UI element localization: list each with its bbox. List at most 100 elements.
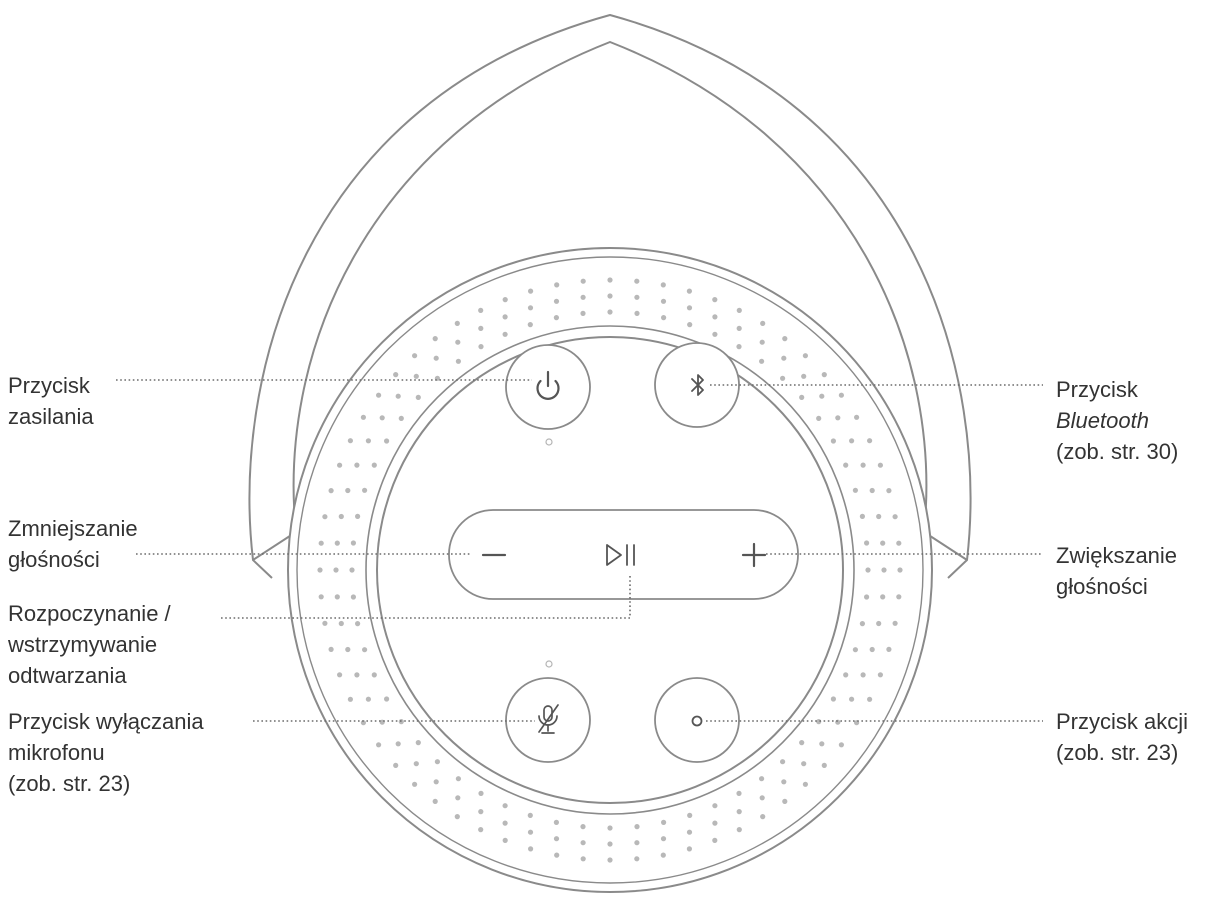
- grille-dot: [345, 646, 351, 653]
- grille-dot: [354, 672, 360, 678]
- grille-dot: [365, 696, 371, 702]
- grille-dot: [527, 322, 533, 328]
- grille-dot: [877, 462, 884, 468]
- power-indicator-light: [545, 438, 553, 446]
- grille-dot: [830, 438, 837, 444]
- grille-dot: [860, 672, 866, 678]
- grille-dot: [838, 742, 845, 748]
- grille-dot: [553, 819, 560, 826]
- grille-dot: [661, 819, 667, 826]
- grille-dot: [896, 540, 902, 546]
- grille-dot: [661, 315, 667, 321]
- bluetooth-icon: [691, 374, 704, 396]
- grille-dot: [886, 488, 892, 494]
- callout-lines: [116, 379, 1043, 722]
- grille-dot: [354, 462, 360, 468]
- grille-dot: [347, 696, 353, 702]
- speaker-handle: [248, 13, 972, 579]
- volume-play-bar: [448, 509, 799, 600]
- grille-dot: [412, 353, 418, 359]
- grille-dot: [843, 462, 849, 468]
- grille-dot: [880, 594, 886, 600]
- grille-dot: [502, 803, 508, 809]
- grille-dot: [686, 305, 693, 311]
- grille-dot: [760, 320, 766, 326]
- grille-dot: [759, 795, 765, 801]
- grille-dot: [782, 798, 788, 805]
- grille-dot: [634, 310, 640, 316]
- grille-dot: [607, 309, 613, 315]
- grille-dot: [337, 462, 343, 468]
- grille-dot: [478, 790, 484, 797]
- grille-dot: [349, 567, 355, 573]
- grille-dot: [687, 812, 693, 819]
- grille-dot: [736, 344, 742, 350]
- grille-dot: [365, 438, 371, 444]
- grille-dot: [867, 438, 873, 444]
- grille-dot: [849, 438, 855, 444]
- grille-dot: [527, 812, 533, 819]
- grille-dot: [634, 856, 640, 862]
- grille-dot: [432, 798, 438, 805]
- speaker-grille-dots: [317, 277, 903, 863]
- grille-dot: [864, 540, 870, 546]
- grille-dot: [660, 852, 666, 858]
- grille-dot: [360, 414, 366, 420]
- grille-dot: [434, 759, 440, 765]
- grille-dot: [886, 646, 892, 653]
- grille-dot: [502, 331, 508, 337]
- label-mic-off: Przycisk wyłączania mikrofonu (zob. str.…: [8, 709, 204, 796]
- grille-dot: [360, 720, 366, 726]
- grille-dot: [379, 415, 385, 421]
- grille-dot: [395, 393, 401, 399]
- grille-dot: [376, 742, 382, 748]
- grille-dot: [865, 567, 871, 573]
- grille-dot: [478, 827, 484, 833]
- power-icon: [536, 370, 560, 400]
- grille-dot: [350, 540, 356, 546]
- grille-dot: [736, 307, 742, 313]
- volume-up-button[interactable]: [705, 515, 795, 594]
- grille-dot: [686, 288, 693, 294]
- grille-dot: [527, 829, 534, 835]
- grille-dot: [395, 741, 401, 747]
- grille-dot: [362, 647, 368, 653]
- grille-dot: [334, 540, 340, 546]
- grille-dot: [801, 761, 807, 767]
- power-button[interactable]: [505, 344, 591, 430]
- grille-dot: [634, 278, 640, 284]
- grille-dot: [455, 339, 461, 345]
- grille-dot: [686, 846, 693, 852]
- action-button[interactable]: [654, 677, 740, 763]
- grille-dot: [607, 825, 613, 831]
- play-pause-button[interactable]: [575, 515, 665, 594]
- mic-off-button[interactable]: [505, 677, 591, 763]
- grille-dot: [736, 827, 742, 833]
- grille-dot: [337, 672, 343, 678]
- grille-dot: [580, 278, 586, 284]
- grille-dot: [553, 315, 560, 321]
- bluetooth-button[interactable]: [654, 342, 740, 428]
- grille-dot: [736, 790, 742, 797]
- grille-dot: [607, 277, 613, 283]
- grille-dot: [415, 740, 421, 746]
- grille-dot: [371, 462, 377, 468]
- grille-dot: [781, 355, 787, 361]
- grille-dot: [384, 696, 390, 702]
- grille-dot: [876, 513, 882, 520]
- grille-dot: [634, 840, 640, 846]
- grille-dot: [607, 293, 613, 299]
- grille-dot: [712, 803, 718, 809]
- grille-dot: [376, 392, 382, 398]
- grille-dot: [393, 762, 399, 769]
- grille-dot: [362, 487, 368, 493]
- volume-down-button[interactable]: [455, 515, 545, 594]
- label-power-button: Przycisk zasilania: [8, 373, 94, 429]
- grille-dot: [821, 762, 827, 769]
- grille-dot: [322, 620, 328, 626]
- grille-dot: [454, 814, 460, 820]
- grille-dot: [328, 488, 334, 494]
- grille-dot: [736, 325, 742, 331]
- grille-dot: [867, 696, 873, 702]
